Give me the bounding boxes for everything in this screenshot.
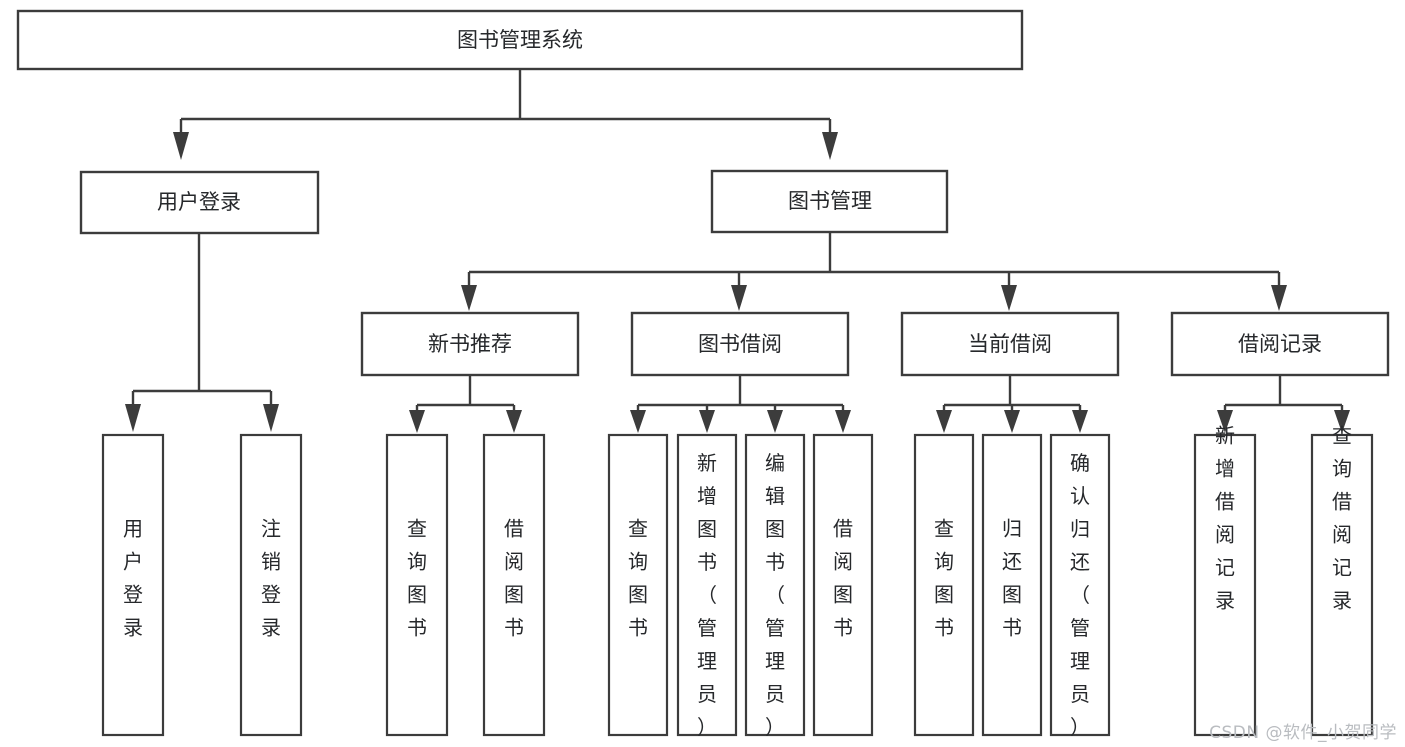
leaf-cb-query-book-box[interactable] — [913, 433, 975, 737]
leaf-cb-return-book-label: 归还图书 — [1002, 517, 1022, 640]
node-book-management-label: 图书管理 — [788, 189, 872, 213]
arrow-head-cb-return-book — [1004, 410, 1020, 433]
arrow-head-new-book-recommend — [461, 285, 477, 311]
connector-current-borrow-to-leaves — [936, 375, 1088, 433]
node-book-borrow-box[interactable] — [630, 311, 850, 377]
node-book-borrow-label: 图书借阅 — [698, 332, 782, 356]
leaf-br-add-record[interactable]: 新增借阅记录 — [1193, 424, 1257, 737]
arrow-head-cb-confirm-return — [1072, 410, 1088, 433]
leaf-bb-borrow-book-label: 借阅图书 — [833, 517, 853, 640]
arrow-head-current-borrow — [1001, 285, 1017, 311]
node-current-borrow-box[interactable] — [900, 311, 1120, 377]
leaf-cb-query-book-label: 查询图书 — [934, 517, 954, 640]
arrow-head-nbr-borrow-book — [506, 410, 522, 433]
arrow-head-bb-add-book — [699, 410, 715, 433]
leaf-cb-confirm-return-box[interactable] — [1049, 433, 1111, 737]
leaf-br-query-record-box[interactable] — [1310, 433, 1374, 737]
node-new-book-recommend[interactable]: 新书推荐 — [360, 311, 580, 377]
node-user-login[interactable]: 用户登录 — [79, 170, 320, 235]
node-book-management[interactable]: 图书管理 — [710, 169, 949, 234]
leaf-nbr-borrow-book-box[interactable] — [482, 433, 546, 737]
arrow-head-bb-edit-book — [767, 410, 783, 433]
node-current-borrow-label: 当前借阅 — [968, 332, 1052, 356]
leaf-user-login-login[interactable]: 用户登录 — [101, 433, 165, 737]
node-root[interactable]: 图书管理系统 — [16, 9, 1024, 71]
leaf-bb-edit-book-label: 编辑图书（管理员） — [765, 451, 785, 739]
connector-user-login-to-leaves — [125, 233, 279, 432]
leaf-cb-confirm-return[interactable]: 确认归还（管理员） — [1049, 433, 1111, 739]
node-new-book-recommend-label: 新书推荐 — [428, 332, 512, 356]
connector-borrow-record-to-leaves — [1217, 375, 1350, 433]
node-current-borrow[interactable]: 当前借阅 — [900, 311, 1120, 377]
leaf-cb-query-book[interactable]: 查询图书 — [913, 433, 975, 737]
connector-book-borrow-to-leaves — [630, 375, 851, 433]
leaf-bb-borrow-book-box[interactable] — [812, 433, 874, 737]
leaf-nbr-query-book-label: 查询图书 — [407, 517, 427, 640]
leaf-bb-add-book-box[interactable] — [676, 433, 738, 737]
leaf-bb-edit-book[interactable]: 编辑图书（管理员） — [744, 433, 806, 739]
leaf-cb-return-book-box[interactable] — [981, 433, 1043, 737]
leaf-user-login-logout[interactable]: 注销登录 — [239, 433, 303, 737]
leaf-user-login-logout-box[interactable] — [239, 433, 303, 737]
node-borrow-record-label: 借阅记录 — [1238, 332, 1322, 356]
leaf-user-login-logout-label: 注销登录 — [261, 517, 281, 640]
leaf-user-login-login-box[interactable] — [101, 433, 165, 737]
arrow-head-book-borrow — [731, 285, 747, 311]
leaf-cb-return-book[interactable]: 归还图书 — [981, 433, 1043, 737]
leaf-bb-query-book-label: 查询图书 — [628, 517, 648, 640]
leaf-nbr-query-book-box[interactable] — [385, 433, 449, 737]
connector-book-management-to-level3 — [461, 232, 1287, 311]
leaf-bb-edit-book-box[interactable] — [744, 433, 806, 737]
leaf-cb-confirm-return-label: 确认归还（管理员） — [1070, 451, 1090, 739]
arrow-head-bb-query-book — [630, 410, 646, 433]
leaf-nbr-borrow-book-label: 借阅图书 — [504, 517, 524, 640]
node-book-management-box[interactable] — [710, 169, 949, 234]
arrow-head-nbr-query-book — [409, 410, 425, 433]
node-user-login-label: 用户登录 — [157, 190, 241, 214]
leaf-br-add-record-label: 新增借阅记录 — [1215, 424, 1235, 613]
node-book-borrow[interactable]: 图书借阅 — [630, 311, 850, 377]
leaf-br-query-record[interactable]: 查询借阅记录 — [1310, 424, 1374, 737]
leaf-bb-query-book[interactable]: 查询图书 — [607, 433, 669, 737]
leaf-nbr-borrow-book[interactable]: 借阅图书 — [482, 433, 546, 737]
leaf-bb-query-book-box[interactable] — [607, 433, 669, 737]
leaf-bb-add-book[interactable]: 新增图书（管理员） — [676, 433, 738, 739]
leaf-br-add-record-box[interactable] — [1193, 433, 1257, 737]
node-borrow-record[interactable]: 借阅记录 — [1170, 311, 1390, 377]
leaf-bb-borrow-book[interactable]: 借阅图书 — [812, 433, 874, 737]
arrow-head-bb-borrow-book — [835, 410, 851, 433]
leaf-br-query-record-label: 查询借阅记录 — [1332, 424, 1352, 613]
connector-new-book-recommend-to-leaves — [409, 375, 522, 433]
leaf-user-login-login-label: 用户登录 — [123, 517, 143, 640]
leaf-nbr-query-book[interactable]: 查询图书 — [385, 433, 449, 737]
arrow-head-br-add-record — [1217, 410, 1233, 433]
arrow-head-book-management — [822, 132, 838, 160]
connector-root-to-level2 — [173, 69, 838, 160]
csdn-watermark: CSDN @软件_小贺同学 — [1209, 723, 1397, 743]
arrow-head-borrow-record — [1271, 285, 1287, 311]
arrow-head-user-login — [173, 132, 189, 160]
node-root-box[interactable] — [16, 9, 1024, 71]
leaf-bb-add-book-label: 新增图书（管理员） — [697, 451, 717, 739]
node-new-book-recommend-box[interactable] — [360, 311, 580, 377]
arrow-head-leaf-logout — [263, 404, 279, 432]
node-borrow-record-box[interactable] — [1170, 311, 1390, 377]
arrow-head-cb-query-book — [936, 410, 952, 433]
node-root-label: 图书管理系统 — [457, 28, 583, 52]
arrow-head-br-query-record — [1334, 410, 1350, 433]
arrow-head-leaf-user-login — [125, 404, 141, 432]
